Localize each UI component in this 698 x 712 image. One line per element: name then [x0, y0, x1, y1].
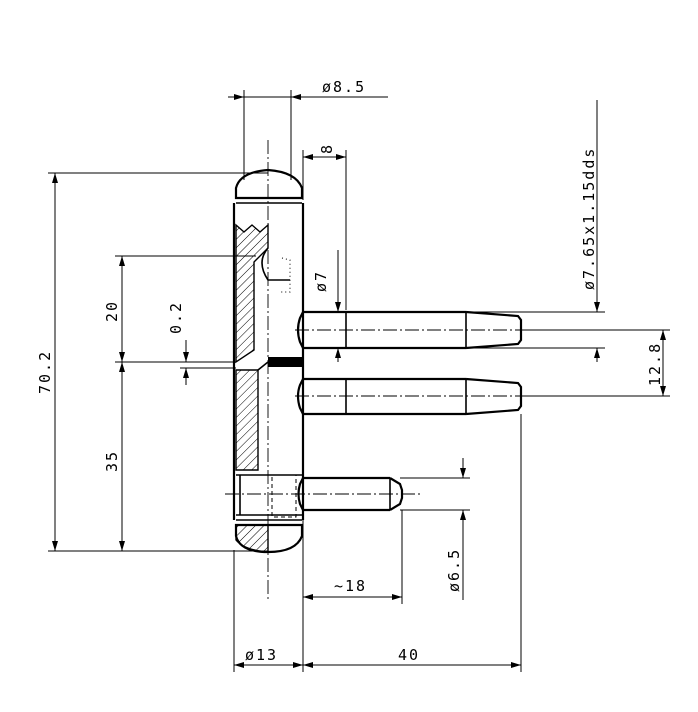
top-cap: [234, 168, 304, 200]
label-thread-diameter: ø7.65x1.15dds: [580, 147, 598, 290]
label-total-height: 70.2: [36, 350, 54, 394]
cavity-arc: [261, 247, 290, 281]
label-pin-length: 8: [318, 143, 336, 154]
middle-pin: [296, 377, 523, 416]
upper-section-hatch: [235, 223, 269, 364]
bottom-cap-hatch: [235, 524, 269, 553]
center-lines: [225, 140, 600, 600]
label-small-pin-length: ~18: [334, 577, 367, 595]
label-upper-height: 20: [103, 300, 121, 322]
lower-section-hatch: [235, 369, 259, 471]
label-pin-spacing: 12.8: [646, 342, 664, 386]
separation-ring: [268, 357, 304, 367]
socket-hidden-lines: [271, 474, 297, 518]
label-pin-diameter: ø7: [312, 270, 330, 292]
label-pin-total-length: 40: [398, 646, 420, 664]
hinge-body: [232, 168, 305, 554]
label-lower-height: 35: [103, 450, 121, 472]
label-small-pin-diameter: ø6.5: [445, 548, 463, 592]
inner-dotted-contour: [280, 257, 291, 293]
dimension-lines: [48, 90, 670, 672]
label-body-diameter: ø13: [245, 646, 278, 664]
label-gap: 0.2: [167, 301, 185, 334]
middle-pin-taper: [465, 377, 523, 416]
bottom-cap: [234, 523, 304, 554]
dimension-labels: ø8.5 8 ø7.65x1.15dds ø7 70.2 20 0.2 12.8…: [36, 78, 664, 664]
label-head-diameter: ø8.5: [322, 78, 366, 96]
